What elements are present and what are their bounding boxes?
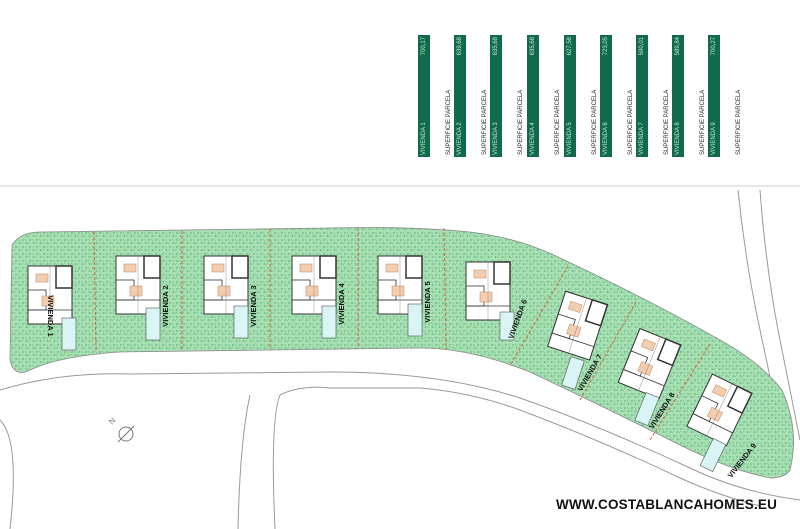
north-arrow: N [107,416,135,443]
legend-sublabel: SUPERFICIE PARCELA [628,89,634,155]
legend-bar: VIVIENDA 6 723,05 [600,35,612,157]
plot-label: VIVIENDA 4 [337,282,346,324]
legend-sublabel: SUPERFICIE PARCELA [555,89,561,155]
plot-label: VIVIENDA 3 [249,285,258,326]
house-plan [617,327,682,400]
legend-label: VIVIENDA 6 [603,122,609,155]
pool [561,356,585,390]
legend-label: VIVIENDA 9 [711,122,717,155]
legend-label: VIVIENDA 1 [421,122,427,155]
legend-label: VIVIENDA 8 [675,122,681,155]
legend-value: 635,68 [530,37,536,56]
house-plan [547,290,609,361]
legend-label: VIVIENDA 4 [530,122,536,155]
plot-label: VIVIENDA 2 [161,285,170,326]
house-plan [27,265,73,325]
legend-bar: VIVIENDA 4 635,68 [527,35,539,157]
plot-label: VIVIENDA 5 [423,281,432,322]
north-label: N [107,416,118,427]
road-lines [0,185,800,529]
legend-bar: VIVIENDA 7 590,01 [636,35,648,157]
house-plan [686,373,753,447]
plot-dividers [93,227,711,441]
legend-value: 635,68 [493,37,499,56]
legend-value: 723,05 [603,37,609,56]
legend-bar: VIVIENDA 3 635,68 [490,35,502,157]
plot-label: VIVIENDA 1 [46,295,55,336]
legend-label: VIVIENDA 2 [457,122,463,155]
legend-value: 639,68 [457,37,463,56]
legend-sublabel: SUPERFICIE PARCELA [518,89,524,155]
legend-label: VIVIENDA 5 [567,122,573,155]
pool [407,303,423,337]
legend-value: 700,27 [711,37,717,56]
legend-bar: VIVIENDA 9 700,27 [708,35,720,157]
legend-sublabel: SUPERFICIE PARCELA [592,89,598,155]
legend-value: 700,17 [421,37,427,56]
pool [321,305,337,339]
legend-sublabel: SUPERFICIE PARCELA [700,89,706,155]
pool [499,311,515,341]
website-url: WWW.COSTABLANCAHOMES.EU [556,497,778,512]
legend-bar: VIVIENDA 1 700,17 [418,35,430,157]
legend-value: 589,84 [675,37,681,56]
house-plan [377,255,423,315]
legend-label: VIVIENDA 7 [639,122,645,155]
pool [233,305,249,339]
legend-label: VIVIENDA 3 [493,122,499,155]
house-plan [203,255,249,315]
legend-sublabel: SUPERFICIE PARCELA [736,89,742,155]
pool [634,392,660,426]
legend-sublabel: SUPERFICIE PARCELA [446,89,452,155]
pool [699,438,727,472]
house-plan [291,255,337,315]
legend-value: 590,01 [639,37,645,56]
house-plan [465,261,511,321]
legend-sublabel: SUPERFICIE PARCELA [664,89,670,155]
legend-value: 627,58 [567,37,573,56]
legend-bar: VIVIENDA 8 589,84 [672,35,684,157]
pool [61,317,77,351]
legend-sublabel: SUPERFICIE PARCELA [482,89,488,155]
legend-bar: VIVIENDA 5 627,58 [564,35,576,157]
pool [145,307,161,341]
legend-bar: VIVIENDA 2 639,68 [454,35,466,157]
house-plan [115,255,161,315]
